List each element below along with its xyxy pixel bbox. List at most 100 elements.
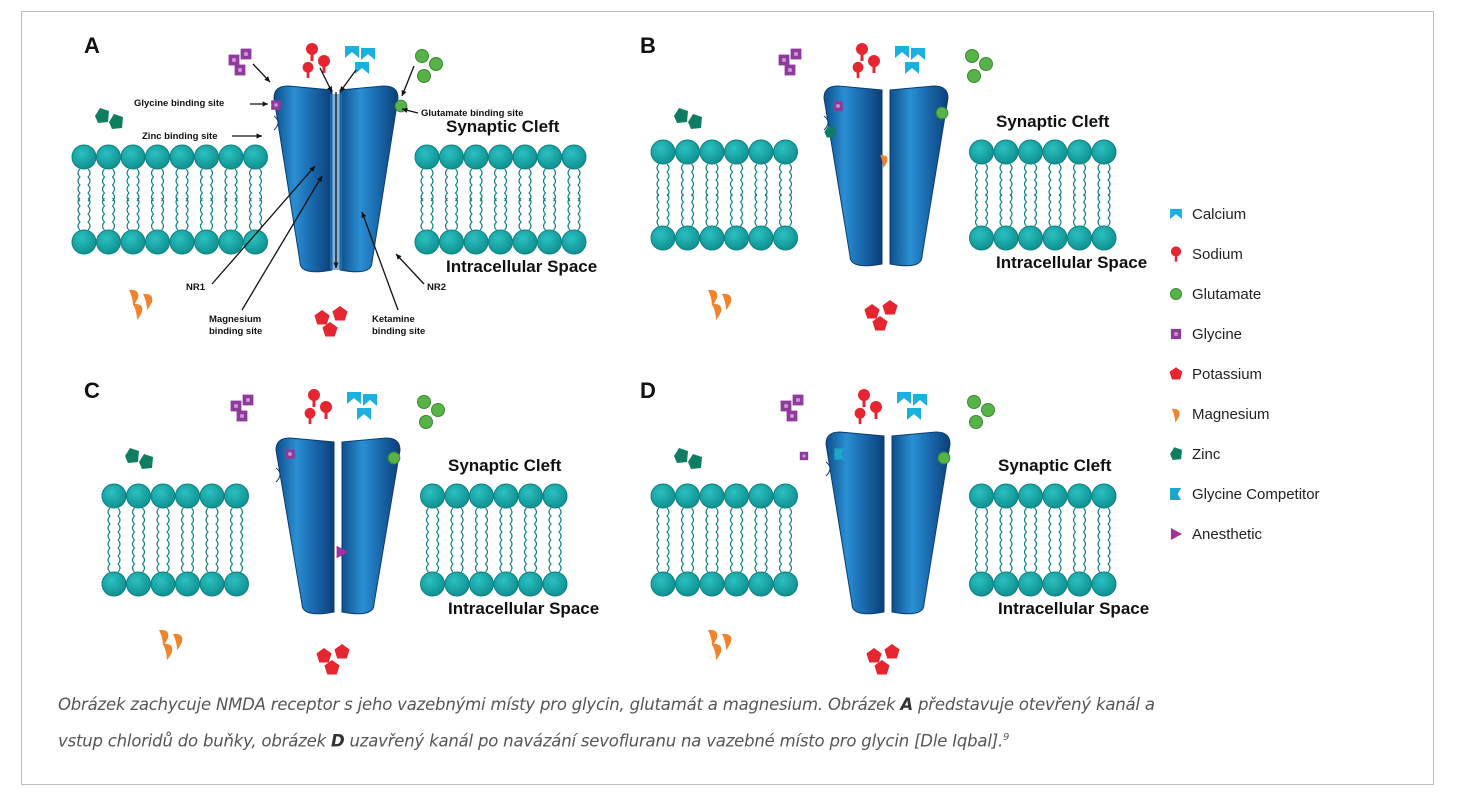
- potassium-icon: [882, 300, 898, 315]
- potassium-cluster: [866, 644, 900, 675]
- phospholipid-head: [537, 229, 562, 255]
- phospholipid-head: [414, 144, 440, 170]
- legend-item-glycine-competitor: Glycine Competitor: [1166, 474, 1366, 514]
- calcium-icon: [363, 394, 377, 406]
- calcium-icon: [355, 62, 369, 74]
- phospholipid-head: [169, 229, 195, 255]
- zinc-icon: [1170, 447, 1182, 460]
- sodium-icon: [302, 61, 314, 73]
- glutamate-cluster: [417, 395, 445, 429]
- phospholipid-head: [675, 483, 700, 509]
- nr1-subunit: [825, 431, 885, 615]
- zinc-icon: [139, 454, 153, 469]
- legend-item-calcium: Calcium: [1166, 194, 1366, 234]
- phospholipid-head: [1042, 225, 1068, 251]
- sodium-icon: [868, 55, 880, 67]
- phospholipid-head: [675, 571, 700, 597]
- calcium-icon: [1170, 208, 1182, 220]
- phospholipid-head: [748, 571, 774, 597]
- ketamine-binding-site-label-2: binding site: [372, 326, 425, 337]
- magnesium-cluster: [129, 289, 153, 320]
- phospholipid-head: [120, 144, 146, 170]
- glycine-cluster: [780, 394, 804, 422]
- nmda-receptor: [825, 431, 951, 615]
- phospholipid-head: [96, 229, 121, 255]
- phospholipid-head: [512, 144, 538, 170]
- sodium-icon: [318, 55, 330, 67]
- potassium-icon: [872, 316, 888, 331]
- zinc-cluster: [125, 448, 153, 469]
- sodium-icon: [1170, 246, 1182, 257]
- phospholipid-head: [650, 483, 676, 509]
- glutamate-icon: [935, 106, 949, 120]
- lipid-bilayer: [71, 144, 587, 255]
- zinc-cluster: [674, 108, 702, 129]
- lipid-bilayer: [650, 139, 1117, 251]
- potassium-icon: [874, 660, 890, 675]
- phospholipid-head: [1067, 225, 1092, 251]
- magnesium-binding-site-label-2: binding site: [209, 326, 262, 337]
- nr2-arrow: [395, 253, 425, 285]
- potassium-cluster: [864, 300, 898, 331]
- phospholipid-head: [542, 483, 568, 509]
- potassium-icon: [334, 644, 350, 659]
- sodium-icon: [320, 401, 332, 413]
- phospholipid-head: [126, 571, 151, 597]
- magnesium-icon: [129, 289, 139, 306]
- calcium-cluster: [897, 392, 927, 420]
- phospholipid-head: [650, 225, 676, 251]
- calcium-icon: [911, 48, 925, 60]
- phospholipid-head: [1042, 483, 1068, 509]
- intracellular-space-label: Intracellular Space: [448, 599, 599, 618]
- phospholipid-head: [493, 571, 519, 597]
- glycine-cluster: [230, 394, 254, 422]
- caption-text-2: představuje otevřený kanál a vstup chlor…: [58, 695, 1155, 751]
- potassium-cluster: [316, 644, 350, 675]
- potassium-icon: [316, 648, 332, 663]
- legend-label: Glycine: [1192, 325, 1243, 343]
- potassium-icon: [1169, 367, 1183, 380]
- sodium-icon: [858, 389, 870, 401]
- magnesium-binding-site-label: Magnesium: [209, 314, 261, 325]
- sodium-icon: [306, 43, 318, 55]
- bound-ligands: [824, 101, 949, 168]
- nr2-subunit: [891, 431, 951, 615]
- magnesium-icon: [173, 633, 183, 650]
- phospholipid-head: [561, 144, 587, 170]
- phospholipid-head: [96, 144, 121, 170]
- panel-label: C: [84, 378, 100, 403]
- phospholipid-head: [243, 144, 268, 170]
- zinc-icon: [674, 108, 688, 123]
- magnesium-icon: [712, 303, 722, 320]
- phospholipid-head: [773, 483, 798, 509]
- caption-reference: 9: [1003, 732, 1010, 743]
- nmda-receptor: [275, 437, 401, 615]
- phospholipid-head: [773, 139, 798, 165]
- sodium-icon: [856, 43, 868, 55]
- phospholipid-head: [993, 225, 1019, 251]
- legend-label: Magnesium: [1192, 405, 1270, 423]
- synaptic-cleft-label: Synaptic Cleft: [446, 117, 560, 136]
- glutamate-cluster: [967, 395, 995, 429]
- phospholipid-head: [488, 229, 513, 255]
- glutamate-icon: [431, 403, 445, 417]
- phospholipid-head: [650, 571, 676, 597]
- calcium-icon: [913, 394, 927, 406]
- glutamate-icon: [429, 57, 443, 71]
- phospholipid-head: [444, 483, 470, 509]
- synaptic-cleft-label: Synaptic Cleft: [996, 112, 1110, 131]
- zinc-binding-notch: [275, 467, 281, 483]
- magnesium-icon: [143, 293, 153, 310]
- phospholipid-head: [175, 483, 200, 509]
- figure-frame: [21, 11, 1434, 785]
- sodium-cluster: [852, 43, 880, 79]
- zinc-icon: [674, 448, 688, 463]
- potassium-icon: [332, 306, 348, 321]
- legend-item-glutamate: Glutamate: [1166, 274, 1366, 314]
- phospholipid-head: [512, 229, 538, 255]
- phospholipid-head: [542, 571, 568, 597]
